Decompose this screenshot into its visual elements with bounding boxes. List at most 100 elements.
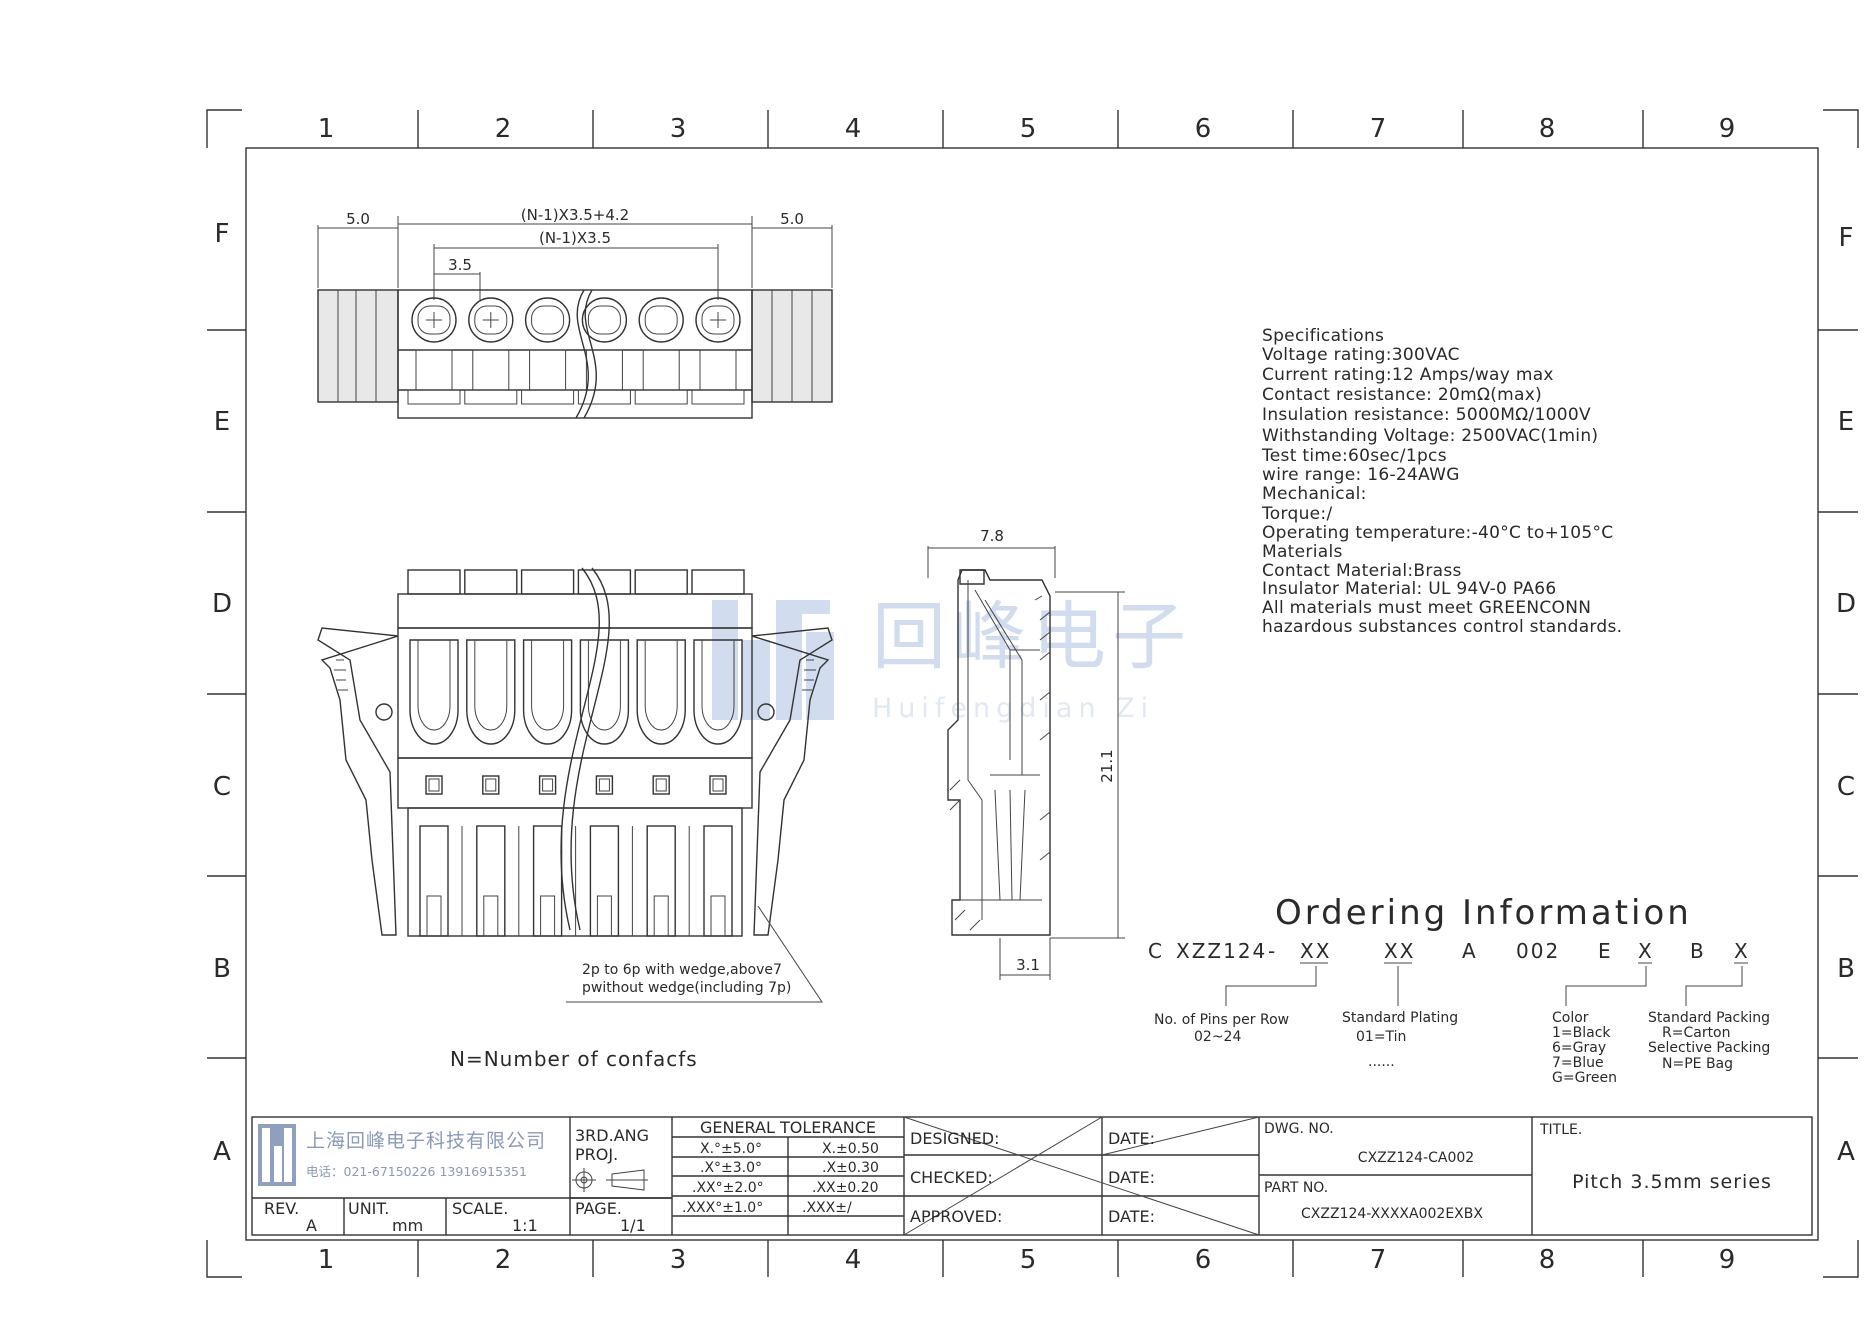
top-view-tab — [521, 389, 575, 405]
spec-mechanical: Mechanical: — [1262, 484, 1367, 504]
zone-col-top-1: 1 — [318, 114, 335, 144]
plating-label: Standard Plating — [1342, 1010, 1458, 1026]
top-view-pin-oval — [417, 305, 451, 335]
dwg-no-value: CXZZ124-CA002 — [1358, 1150, 1474, 1166]
front-view-window-inner — [712, 778, 724, 792]
page-value: 1/1 — [620, 1216, 646, 1235]
zone-row-right-a: A — [1837, 1137, 1855, 1167]
spec-materials: Materials — [1262, 542, 1343, 562]
scale-value: 1:1 — [512, 1216, 538, 1235]
rev-label: REV. — [264, 1199, 299, 1218]
dim-span: (N-1)X3.5 — [539, 229, 611, 247]
code-b: B — [1690, 939, 1706, 963]
front-view-cell-inner — [644, 640, 678, 731]
zone-col-top-6: 6 — [1195, 114, 1212, 144]
zone-row-right-e: E — [1838, 407, 1854, 437]
side-view: 7.8 21.1 3.1 — [927, 527, 1125, 980]
tol-linear-1: X.±0.50 — [822, 1141, 879, 1157]
front-view-cap — [634, 569, 688, 595]
rev-value: A — [306, 1216, 317, 1235]
dim-right-5: 5.0 — [780, 210, 804, 228]
ordering-title: Ordering Information — [1275, 893, 1692, 933]
dim-total: (N-1)X3.5+4.2 — [521, 206, 629, 224]
front-view-contact — [476, 825, 506, 937]
dim-side-base: 3.1 — [1016, 956, 1040, 974]
zone-col-bottom-5: 5 — [1020, 1245, 1037, 1275]
color-label: Color — [1552, 1010, 1589, 1026]
spec-withstanding: Withstanding Voltage: 2500VAC(1min) — [1262, 426, 1598, 446]
zone-row-left-e: E — [214, 407, 230, 437]
plating-value: 01=Tin — [1356, 1029, 1406, 1045]
zone-row-left-b: B — [213, 954, 231, 984]
wedge-note-line2: pwithout wedge(including 7p) — [582, 980, 791, 996]
top-view-pin-oval — [474, 305, 508, 335]
code-packing: X — [1734, 939, 1750, 963]
drawing-frame — [206, 109, 1859, 1278]
front-view-cell — [693, 639, 743, 745]
zone-row-left-d: D — [212, 589, 232, 619]
projection-angle: 3RD.ANG — [575, 1126, 649, 1145]
front-view-contact-tip — [710, 895, 726, 937]
front-view-cap — [520, 569, 575, 595]
top-view-pin-oval — [587, 305, 621, 335]
code-series: XZZ124 — [1176, 939, 1267, 963]
watermark-logo-icon — [712, 600, 834, 720]
zone-row-right-b: B — [1837, 954, 1855, 984]
color-black: 1=Black — [1552, 1025, 1611, 1041]
front-view-window-inner — [542, 778, 554, 792]
packing-bag: N=PE Bag — [1662, 1056, 1733, 1072]
front-view-window — [482, 775, 500, 795]
zone-col-top-3: 3 — [670, 114, 687, 144]
front-view-window — [595, 775, 614, 795]
top-view-pin-hole — [581, 297, 628, 343]
watermark-en: Huifengdian Zi — [872, 693, 1154, 724]
top-view-pin-oval — [644, 305, 678, 335]
spec-contact-resistance: Contact resistance: 20mΩ(max) — [1262, 385, 1542, 405]
zone-col-bottom-4: 4 — [845, 1245, 862, 1275]
watermark: 回峰电子 Huifengdian Zi — [712, 594, 1192, 724]
zone-col-bottom-6: 6 — [1195, 1245, 1212, 1275]
packing-label: Standard Packing — [1648, 1010, 1770, 1026]
top-view-pin-oval — [701, 305, 735, 335]
front-view-cell — [409, 639, 459, 745]
top-view-slot — [642, 349, 680, 391]
projection-label: PROJ. — [575, 1145, 618, 1164]
front-view-cell — [466, 639, 516, 745]
front-view-cap — [407, 569, 461, 595]
packing-carton: R=Carton — [1662, 1025, 1731, 1041]
zone-col-bottom-1: 1 — [318, 1245, 335, 1275]
plating-more: ...... — [1368, 1054, 1395, 1070]
front-view-cell-inner — [701, 640, 735, 731]
front-view-contact — [419, 825, 449, 937]
front-view-window-inner — [428, 778, 440, 792]
top-view-slot — [699, 349, 737, 391]
code-c: C — [1148, 939, 1164, 963]
front-view-contact-tip — [426, 895, 442, 937]
dim-side-width: 7.8 — [980, 527, 1004, 545]
front-view-contact-tip — [540, 895, 556, 937]
unit-value: mm — [392, 1216, 423, 1235]
zone-col-top-5: 5 — [1020, 114, 1037, 144]
zone-col-top-4: 4 — [845, 114, 862, 144]
front-view-cell — [636, 639, 686, 745]
checked-label: CHECKED: — [910, 1168, 993, 1187]
spec-insulator-material: Insulator Material: UL 94V-0 PA66 — [1262, 579, 1556, 599]
front-view-cell — [579, 639, 630, 745]
zone-col-bottom-3: 3 — [670, 1245, 687, 1275]
wedge-note-line1: 2p to 6p with wedge,above7 — [582, 962, 782, 978]
scale-label: SCALE. — [452, 1199, 508, 1218]
front-view: 2p to 6p with wedge,above7 pwithout wedg… — [317, 567, 833, 1071]
spec-heading: Specifications — [1262, 326, 1384, 346]
zone-col-bottom-8: 8 — [1539, 1245, 1556, 1275]
projection-symbol-icon — [572, 1168, 648, 1192]
page-label: PAGE. — [575, 1199, 622, 1218]
specifications-block: Specifications Voltage rating:300VAC Cur… — [1261, 326, 1622, 637]
zone-col-bottom-2: 2 — [495, 1245, 512, 1275]
watermark-cn: 回峰电子 — [872, 594, 1192, 680]
title-label: TITLE. — [1539, 1122, 1582, 1138]
dim-left-5: 5.0 — [346, 210, 370, 228]
tol-linear-2: .X±0.30 — [822, 1160, 879, 1176]
dim-pitch: 3.5 — [448, 256, 472, 274]
top-view-tab — [464, 389, 518, 405]
